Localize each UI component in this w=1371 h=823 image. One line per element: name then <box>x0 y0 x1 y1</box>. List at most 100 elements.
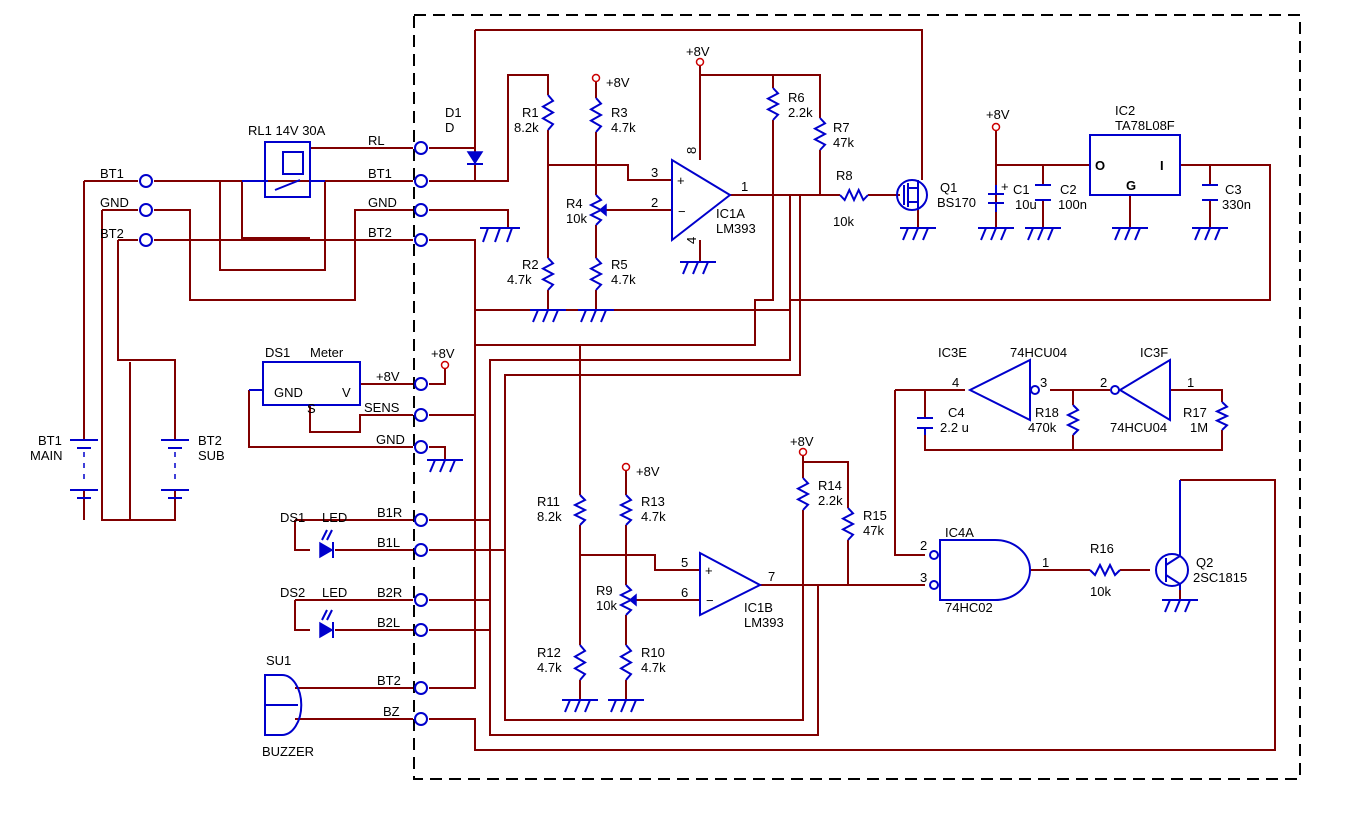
ic2-ref: IC2 <box>1115 103 1135 118</box>
ic3e-pin-in: 4 <box>952 375 959 390</box>
r17-value: 1M <box>1190 420 1208 435</box>
r17-ref: R17 <box>1183 405 1207 420</box>
r2-value: 4.7k <box>507 272 532 287</box>
c4-ref: C4 <box>948 405 965 420</box>
buzzer-ref: SU1 <box>266 653 291 668</box>
c1-ref: C1 <box>1013 182 1030 197</box>
r1-ref: R1 <box>522 105 539 120</box>
c3-ref: C3 <box>1225 182 1242 197</box>
led-ds1-value: LED <box>322 510 347 525</box>
ic4a-pin-out: 1 <box>1042 555 1049 570</box>
ic1b-pin-minus: 6 <box>681 585 688 600</box>
terminal-gnd2 <box>414 440 428 454</box>
label-8v-terminal: +8V <box>376 369 400 384</box>
label-gnd2: GND <box>376 432 405 447</box>
q1-ref: Q1 <box>940 180 957 195</box>
r18-value: 470k <box>1028 420 1057 435</box>
led-ds2-ref: DS2 <box>280 585 305 600</box>
c3-value: 330n <box>1222 197 1251 212</box>
terminal-8v <box>414 377 428 391</box>
resistor-r8 <box>839 187 869 203</box>
label-bt2-left: BT2 <box>100 226 124 241</box>
label-b2l: B2L <box>377 615 400 630</box>
ic1a-part: LM393 <box>716 221 756 236</box>
ic3f-ref: IC3F <box>1140 345 1168 360</box>
svg-text:+: + <box>677 173 685 188</box>
resistor-r7 <box>812 117 828 151</box>
ic1a-pin-vcc: 8 <box>684 147 699 154</box>
capacitor-c1 <box>988 185 1004 212</box>
led-ds2 <box>319 609 334 639</box>
label-bz: BZ <box>383 704 400 719</box>
nor-gate-ic4a <box>929 539 1031 601</box>
c4-value: 2.2 u <box>940 420 969 435</box>
resistor-r3 <box>588 97 604 133</box>
r4-ref: R4 <box>566 196 583 211</box>
terminal-b2l <box>414 623 428 637</box>
ic3e-ref: IC3E <box>938 345 967 360</box>
ground-symbols <box>427 227 1228 713</box>
r3-value: 4.7k <box>611 120 636 135</box>
label-gnd-left: GND <box>100 195 129 210</box>
inverter-ic3e <box>967 358 1040 422</box>
resistor-r16 <box>1089 562 1121 578</box>
terminal-b1l <box>414 543 428 557</box>
power-label-ic1: +8V <box>686 44 710 59</box>
r13-ref: R13 <box>641 494 665 509</box>
terminal-bt2-left <box>139 233 153 247</box>
r7-value: 47k <box>833 135 854 150</box>
ic3e-pin-out: 3 <box>1040 375 1047 390</box>
meter-ds1-box <box>262 361 361 406</box>
q2-part: 2SC1815 <box>1193 570 1247 585</box>
r4-value: 10k <box>566 211 587 226</box>
r5-value: 4.7k <box>611 272 636 287</box>
terminal-gnd <box>414 203 428 217</box>
r8-value: 10k <box>833 214 854 229</box>
ic2-pin-i: I <box>1160 158 1164 173</box>
led-ds2-value: LED <box>322 585 347 600</box>
board-outline <box>413 14 1301 780</box>
r6-value: 2.2k <box>788 105 813 120</box>
label-bt1-left: BT1 <box>100 166 124 181</box>
meter-ref: DS1 <box>265 345 290 360</box>
battery-bt2 <box>161 439 189 499</box>
r1-value: 8.2k <box>514 120 539 135</box>
terminal-gnd-left <box>139 203 153 217</box>
c2-ref: C2 <box>1060 182 1077 197</box>
resistor-r11 <box>572 494 588 526</box>
r12-ref: R12 <box>537 645 561 660</box>
ic3f-part: 74HCU04 <box>1110 420 1167 435</box>
meter-pin-s: S <box>307 401 316 416</box>
labels: BT1 GND BT2 RL BT1 GND BT2 +8V SENS GND … <box>30 44 1251 759</box>
ic1a-pin-out: 1 <box>741 179 748 194</box>
r7-ref: R7 <box>833 120 850 135</box>
r6-ref: R6 <box>788 90 805 105</box>
r15-value: 47k <box>863 523 884 538</box>
power-label-reg: +8V <box>986 107 1010 122</box>
q1-part: BS170 <box>937 195 976 210</box>
transistor-q2 <box>1155 480 1189 590</box>
battery-bt1-value: MAIN <box>30 448 63 463</box>
r11-value: 8.2k <box>537 509 562 524</box>
meter-pin-v: V <box>342 385 351 400</box>
r9-wiper <box>628 593 637 607</box>
diode-ref: D1 <box>445 105 462 120</box>
relay-rl1 <box>242 141 325 198</box>
diode-d1 <box>466 151 484 165</box>
ic3e-part: 74HCU04 <box>1010 345 1067 360</box>
regulator-ic2 <box>1089 134 1181 196</box>
r16-ref: R16 <box>1090 541 1114 556</box>
terminals <box>139 141 428 726</box>
label-b2r: B2R <box>377 585 402 600</box>
ic4a-pin-a: 2 <box>920 538 927 553</box>
ic4a-part: 74HC02 <box>945 600 993 615</box>
terminal-b1r <box>414 513 428 527</box>
battery-bt2-value: SUB <box>198 448 225 463</box>
resistor-r5 <box>588 257 604 291</box>
led-ds1 <box>319 529 334 559</box>
r3-ref: R3 <box>611 105 628 120</box>
label-bt1: BT1 <box>368 166 392 181</box>
resistor-r12 <box>573 644 587 681</box>
ic4a-pin-b: 3 <box>920 570 927 585</box>
label-gnd: GND <box>368 195 397 210</box>
